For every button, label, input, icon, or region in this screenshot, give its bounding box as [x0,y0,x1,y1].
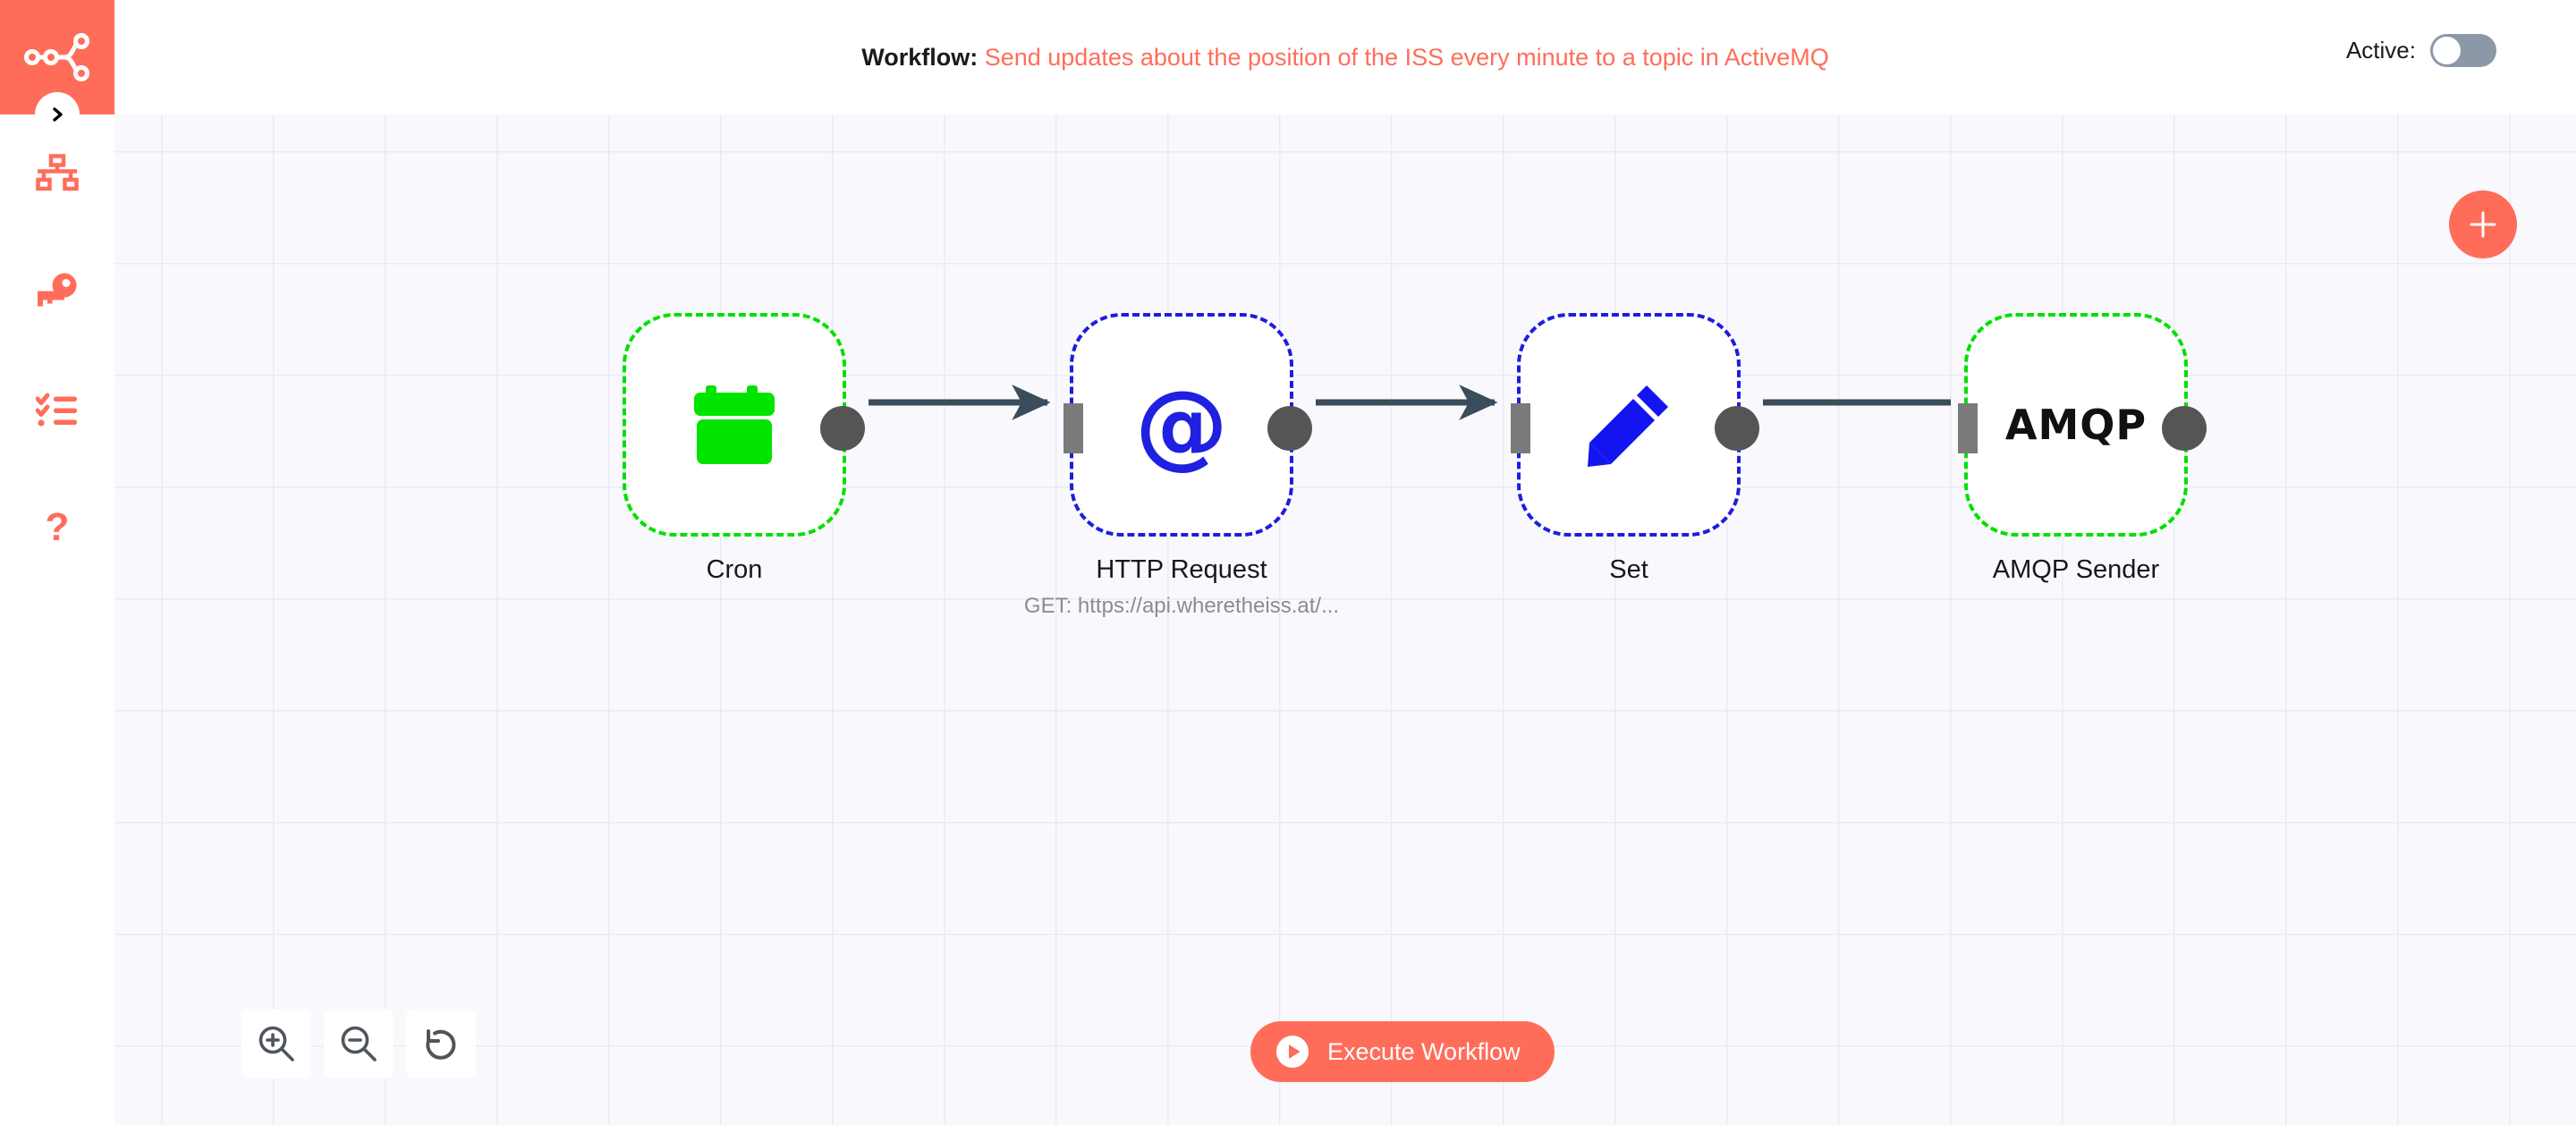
sitemap-icon [36,154,79,191]
play-icon [1276,1036,1309,1068]
sidebar-item-credentials[interactable] [0,262,114,321]
input-endpoint-http-request[interactable] [1063,403,1083,453]
sidebar-item-workflows[interactable] [0,144,114,203]
at-sign-icon: @ [1135,370,1228,479]
question-mark-icon: ? [45,505,70,549]
connection-layer [869,385,1951,420]
undo-arrow-icon [426,1029,456,1060]
node-set-box[interactable] [1511,313,1759,537]
execute-workflow-label: Execute Workflow [1327,1037,1521,1065]
reset-zoom-button[interactable] [406,1009,476,1078]
zoom-controls [242,1009,476,1078]
active-toggle-switch[interactable] [2430,34,2496,67]
calendar-icon [694,385,775,464]
active-label: Active: [2345,37,2416,63]
input-endpoint-set[interactable] [1511,403,1530,453]
zoom-in-button[interactable] [242,1009,311,1078]
node-amqp-sender-box[interactable]: AMQP [1958,313,2207,537]
sidebar: ? [0,0,114,1125]
node-http-request-subtitle: GET: https://api.wheretheiss.at/... [1023,594,1340,618]
output-endpoint-set[interactable] [1715,406,1759,451]
output-endpoint-cron[interactable] [820,406,865,451]
sidebar-toggle-button[interactable] [35,92,80,137]
zoom-out-icon [341,1026,377,1062]
zoom-out-button[interactable] [324,1009,394,1078]
workflow-canvas[interactable]: Cron @ HTTP Request GET: https://api.whe… [114,114,2576,1125]
node-cron-box[interactable] [623,313,865,537]
execute-workflow-button[interactable]: Execute Workflow [1250,1021,1555,1082]
chevron-right-icon [53,107,63,122]
node-http-request-box[interactable]: @ [1063,313,1312,537]
zoom-in-icon [258,1026,294,1062]
active-toggle-group: Active: [2346,34,2496,67]
add-node-button[interactable] [2449,190,2517,258]
node-http-request-label: HTTP Request [1096,555,1267,584]
plus-icon [2470,211,2496,238]
key-icon [38,273,77,307]
amqp-text-icon: AMQP [2004,401,2148,449]
output-endpoint-amqp-sender[interactable] [2162,406,2207,451]
sidebar-item-help[interactable]: ? [0,498,114,557]
header-bar: Workflow: Send updates about the positio… [114,0,2576,114]
workflow-label: Workflow: [861,44,979,71]
node-set-label: Set [1609,555,1648,584]
checklist-icon [36,393,77,427]
node-amqp-sender-label: AMQP Sender [1992,555,2160,584]
node-cron-label: Cron [706,555,763,584]
pencil-icon [1588,385,1668,467]
input-endpoint-amqp-sender[interactable] [1958,403,1978,453]
sidebar-item-executions[interactable] [0,380,114,439]
page-title: Workflow: Send updates about the positio… [114,41,2576,73]
workflow-name[interactable]: Send updates about the position of the I… [984,44,1829,71]
output-endpoint-http-request[interactable] [1267,406,1312,451]
toggle-knob [2433,37,2461,64]
